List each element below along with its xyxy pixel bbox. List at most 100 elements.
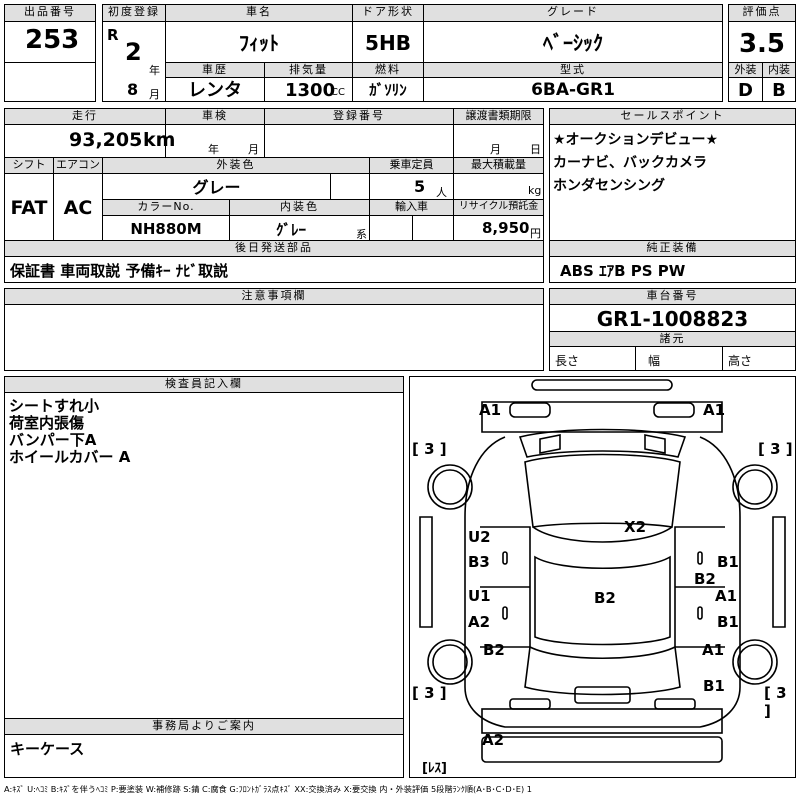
door-label: ドア形状 xyxy=(352,4,424,22)
recycle-cell: 8,950 円 xyxy=(453,215,544,241)
damage-mark: [ 3 ] xyxy=(412,684,447,702)
capacity-cell: 5 人 xyxy=(369,173,454,200)
fuel-cell: ｶﾞｿﾘﾝ xyxy=(352,77,424,102)
reg-no-label: 登録番号 xyxy=(264,108,454,125)
capacity-unit: 人 xyxy=(436,186,447,199)
equipment-cell: ABS ｴｱB PS PW xyxy=(549,256,796,283)
int-score: B xyxy=(772,80,786,101)
history: レンタ xyxy=(188,80,242,101)
int-score-label: 内装 xyxy=(762,62,796,78)
inspection-year-unit: 年 xyxy=(208,143,219,156)
damage-mark: A1 xyxy=(479,401,502,419)
transfer-month-unit: 月 xyxy=(490,143,501,156)
damage-mark: A1 xyxy=(703,401,726,419)
ext-color-cell: グレー xyxy=(102,173,331,200)
office-cell: キーケース xyxy=(4,734,404,778)
first-reg-year: 2 xyxy=(125,38,142,66)
damage-mark: B1 xyxy=(717,553,739,571)
color-no-cell: NH880M xyxy=(102,215,230,241)
spec-length-cell: 長さ xyxy=(549,346,636,371)
aircon-cell: AC xyxy=(53,173,103,241)
notes-cell xyxy=(4,304,544,371)
sales-point-line: ホンダセンシング xyxy=(553,178,665,194)
import-cell-a xyxy=(369,215,413,241)
damage-mark: [ 3 ] xyxy=(764,684,787,720)
ext-score-label: 外装 xyxy=(728,62,763,78)
damage-mark: A1 xyxy=(702,641,725,659)
car-outline-diagram xyxy=(419,379,786,763)
shift-cell: FAT xyxy=(4,173,54,241)
car-name: ﾌｨｯﾄ xyxy=(239,31,279,55)
capacity-label: 乗車定員 xyxy=(369,157,454,174)
year-unit: 年 xyxy=(149,64,160,77)
sales-point-line: カーナビ、バックカメラ xyxy=(553,155,707,171)
inspection-label: 車検 xyxy=(165,108,265,125)
damage-mark: B2 xyxy=(594,589,616,607)
inspector-line: シートすれ小 xyxy=(9,397,100,415)
damage-mark: [ﾚｽ] xyxy=(422,761,447,776)
history-cell: レンタ xyxy=(165,77,265,102)
car-name-label: 車名 xyxy=(165,4,353,22)
first-reg-label: 初度登録 xyxy=(102,4,166,22)
legend: A:ｷｽﾞ U:ﾍｺﾐ B:ｷｽﾞを伴うﾍｺﾐ P:要塗装 W:補修跡 S:錆 … xyxy=(4,784,532,794)
max-load-unit: kg xyxy=(528,184,542,197)
damage-mark: A2 xyxy=(468,613,491,631)
lot-number: 253 xyxy=(25,25,80,55)
specs-label: 諸元 xyxy=(549,331,796,347)
mileage-cell: 93,205 km xyxy=(4,124,175,158)
spec-length: 長さ xyxy=(555,354,580,368)
int-color-label: 内装色 xyxy=(229,199,370,216)
score-cell: 3.5 xyxy=(728,21,796,63)
equipment-label: 純正装備 xyxy=(549,240,796,257)
first-reg-era: R xyxy=(107,26,119,44)
month-unit: 月 xyxy=(149,88,160,101)
inspection-cell: 年 月 xyxy=(165,124,265,158)
fuel: ｶﾞｿﾘﾝ xyxy=(369,81,407,99)
model-label: 型式 xyxy=(423,62,723,78)
ext-score: D xyxy=(738,80,753,101)
model-code: 6BA-GR1 xyxy=(531,80,615,100)
car-name-cell: ﾌｨｯﾄ xyxy=(165,21,353,63)
inspector-line: バンパー下A xyxy=(9,431,97,449)
int-color: ｸﾞﾚｰ xyxy=(276,221,307,239)
recycle: 8,950 xyxy=(482,219,530,237)
damage-mark: X2 xyxy=(624,518,647,536)
later-parts-label: 後日発送部品 xyxy=(4,240,544,257)
grade-cell: ﾍﾞｰｼｯｸ xyxy=(423,21,723,63)
displacement-cell: 1300 CC xyxy=(264,77,353,102)
damage-mark: B2 xyxy=(483,641,505,659)
spec-height: 高さ xyxy=(728,354,753,368)
door-cell: 5HB xyxy=(352,21,424,63)
int-score-cell: B xyxy=(762,77,796,102)
color-no: NH880M xyxy=(130,220,202,238)
first-reg-month: 8 xyxy=(127,80,139,99)
damage-mark: U2 xyxy=(468,528,491,546)
transfer-day-unit: 日 xyxy=(530,143,541,156)
mileage-unit: km xyxy=(143,129,176,151)
grade: ﾍﾞｰｼｯｸ xyxy=(543,31,603,55)
aircon: AC xyxy=(63,197,93,219)
sales-point-cell: ★オークションデビュー★ カーナビ、バックカメラ ホンダセンシング xyxy=(549,124,796,241)
color-no-label: カラーNo. xyxy=(102,199,230,216)
damage-mark: B1 xyxy=(717,613,739,631)
reg-no-cell xyxy=(264,124,454,158)
mileage: 93,205 xyxy=(69,129,143,151)
inspector-label: 検査員記入欄 xyxy=(4,376,404,393)
chassis-label: 車台番号 xyxy=(549,288,796,305)
ext-color-blank xyxy=(330,173,370,200)
ext-color-label: 外装色 xyxy=(102,157,370,174)
ext-color: グレー xyxy=(192,178,241,197)
grade-label: グレード xyxy=(423,4,723,22)
inspector-cell: シートすれ小 荷室内張傷 バンパー下A ホイールカバー A xyxy=(4,392,404,719)
damage-mark: U1 xyxy=(468,587,491,605)
damage-mark: B2 xyxy=(694,570,716,588)
later-parts: 保証書 車両取説 予備ｷｰ ﾅﾋﾞ取説 xyxy=(10,262,229,280)
int-color-suffix: 系 xyxy=(356,228,367,241)
sales-point-label: セールスポイント xyxy=(549,108,796,125)
lot-cell: 253 xyxy=(4,21,96,63)
capacity: 5 xyxy=(414,177,426,196)
history-label: 車歴 xyxy=(165,62,265,78)
shift-label: シフト xyxy=(4,157,54,174)
shift: FAT xyxy=(10,197,48,219)
damage-mark: [ 3 ] xyxy=(758,440,793,458)
